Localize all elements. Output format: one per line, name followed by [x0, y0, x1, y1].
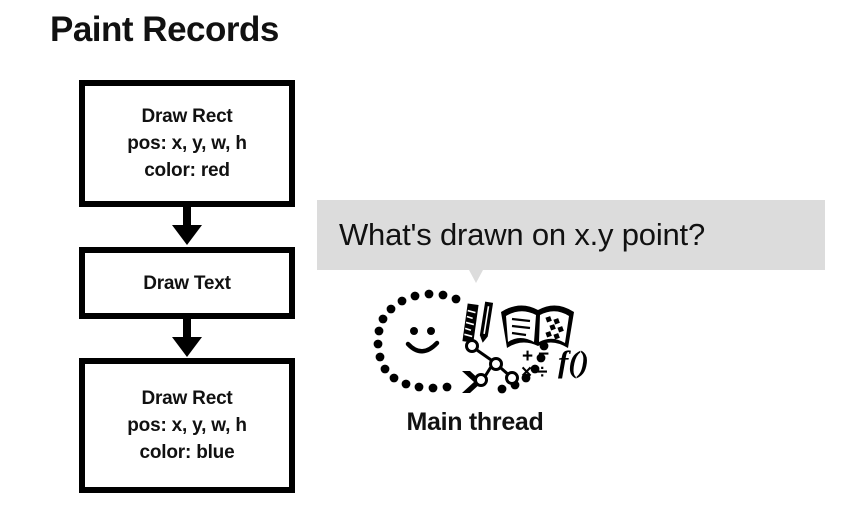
arrow-down-icon [172, 203, 202, 245]
question-speech-bubble: What's drawn on x.y point? [317, 200, 825, 270]
paint-record-box-draw-rect-red: Draw Rect pos: x, y, w, h color: red [79, 80, 295, 207]
pencil-icon [479, 301, 494, 343]
record-line: pos: x, y, w, h [127, 415, 247, 436]
record-line: pos: x, y, w, h [127, 133, 247, 154]
node-tree-icon [465, 339, 519, 387]
math-operator-times: × [521, 362, 532, 383]
arrow-down-icon [172, 315, 202, 357]
record-line: Draw Rect [141, 388, 233, 409]
svg-text:f(): f() [558, 344, 589, 379]
record-line: Draw Text [143, 272, 231, 294]
smiley-face-icon [405, 327, 440, 354]
math-operator-divide: ÷ [537, 362, 547, 383]
math-operator-plus: + [522, 346, 533, 367]
paint-record-box-draw-rect-blue: Draw Rect pos: x, y, w, h color: blue [79, 358, 295, 493]
record-line: color: red [144, 160, 230, 181]
function-notation-icon: f() [558, 344, 589, 379]
ruler-icon [462, 303, 479, 343]
thinking-head-illustration: + − × ÷ f() [373, 289, 589, 394]
speech-bubble-tail-icon [469, 270, 483, 283]
math-operators-icon: + − × ÷ [521, 344, 549, 383]
main-thread-label: Main thread [406, 408, 544, 436]
page-title: Paint Records [50, 10, 279, 49]
open-book-icon [501, 305, 574, 348]
math-operator-minus: − [538, 344, 549, 365]
record-line: color: blue [139, 442, 235, 463]
paint-record-box-draw-text: Draw Text [79, 247, 295, 319]
question-text: What's drawn on x.y point? [339, 217, 706, 252]
record-line: Draw Rect [141, 106, 233, 127]
